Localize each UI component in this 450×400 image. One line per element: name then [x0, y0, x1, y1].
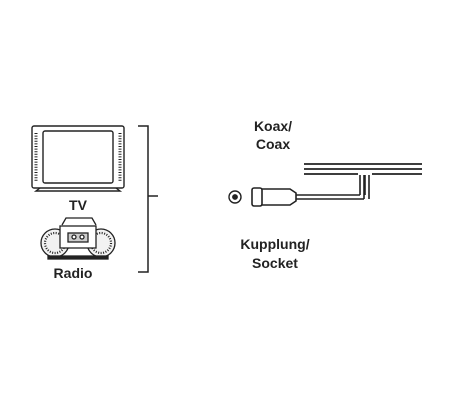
coax-cable	[251, 175, 370, 207]
radio-icon	[40, 217, 116, 260]
coupling-label-line2: Socket	[252, 255, 298, 271]
radio-label: Radio	[54, 265, 93, 281]
antenna-line	[304, 163, 422, 175]
device-bracket	[138, 125, 158, 273]
tv-label: TV	[69, 197, 88, 213]
tv-icon	[31, 125, 125, 192]
coax-label-line2: Coax	[256, 136, 290, 152]
coax-label-line1: Koax/	[254, 118, 292, 134]
coupling-label-line1: Kupplung/	[240, 236, 309, 252]
socket-icon	[228, 190, 242, 204]
